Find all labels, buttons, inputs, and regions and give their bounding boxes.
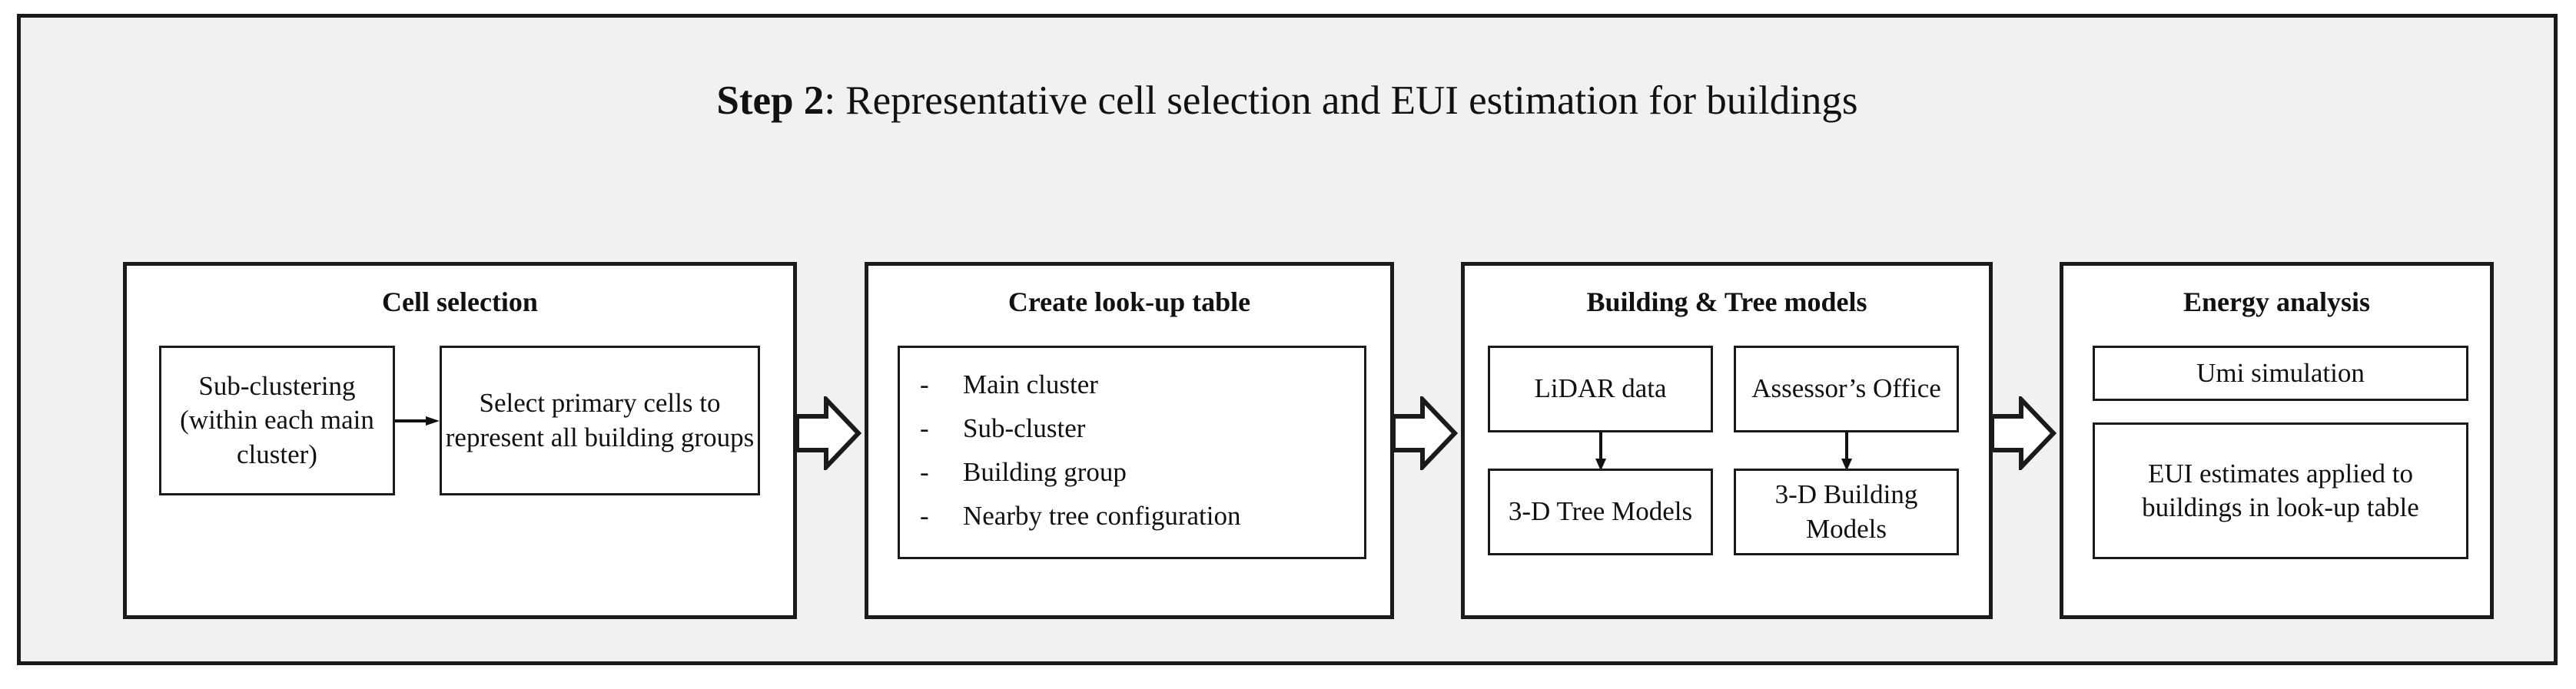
bullet-dash: - <box>920 457 929 487</box>
panel-lookup-table: Create look-up table - Main cluster - Su… <box>865 262 1394 619</box>
box-assessors-office: Assessor’s Office <box>1734 346 1959 432</box>
block-chevron-right-icon-2 <box>1391 396 1458 470</box>
block-chevron-right-icon-1 <box>795 396 861 470</box>
box-eui-estimates-label: EUI estimates applied to buildings in lo… <box>2142 458 2419 522</box>
bullet-dash: - <box>920 501 929 531</box>
panel-energy-analysis: Energy analysis Umi simulation EUI estim… <box>2060 262 2494 619</box>
list-item-label: Nearby tree configuration <box>963 501 1241 531</box>
box-3d-tree-models-label: 3-D Tree Models <box>1508 496 1693 527</box>
panel-header-building-tree-models: Building & Tree models <box>1586 287 1867 317</box>
bullet-dash: - <box>920 369 929 399</box>
list-item: - Sub-cluster <box>900 412 1364 455</box>
box-3d-building-models-label: 3-D Building Models <box>1774 479 1918 544</box>
panel-header-cell-selection: Cell selection <box>382 287 538 317</box>
box-lidar-data-label: LiDAR data <box>1534 373 1667 404</box>
box-lookup-table-list: - Main cluster - Sub-cluster - Building … <box>898 346 1366 559</box>
list-item: - Main cluster <box>900 368 1364 412</box>
box-sub-clustering-label: Sub-clustering (within each main cluster… <box>180 370 374 469</box>
panel-header-lookup-table: Create look-up table <box>1007 287 1251 317</box>
list-item: - Nearby tree configuration <box>900 499 1364 543</box>
arrow-down-icon-assessor <box>1841 431 1852 471</box>
list-item-label: Sub-cluster <box>963 413 1086 443</box>
list-item: - Building group <box>900 455 1364 499</box>
list-item-label: Main cluster <box>963 369 1098 399</box>
box-umi-simulation-label: Umi simulation <box>2196 357 2365 388</box>
box-3d-tree-models: 3-D Tree Models <box>1488 469 1713 555</box>
box-select-primary-cells-label: Select primary cells to represent all bu… <box>445 388 755 452</box>
step-title-text: : Representative cell selection and EUI … <box>824 78 1858 123</box>
box-eui-estimates: EUI estimates applied to buildings in lo… <box>2093 422 2468 559</box>
box-sub-clustering: Sub-clustering (within each main cluster… <box>159 346 395 495</box>
figure-frame: Step 2: Representative cell selection an… <box>17 14 2558 665</box>
list-item-label: Building group <box>963 457 1127 487</box>
box-assessors-office-label: Assessor’s Office <box>1751 373 1941 404</box>
page-title: Step 2: Representative cell selection an… <box>21 78 2554 124</box>
block-chevron-right-icon-3 <box>1990 396 2056 470</box>
stage-row: Cell selection Sub-clustering (within ea… <box>106 248 2494 619</box>
arrow-right-icon <box>395 416 440 426</box>
arrow-down-icon-lidar <box>1595 431 1606 471</box>
lookup-table-items: - Main cluster - Sub-cluster - Building … <box>900 348 1364 543</box>
panel-building-tree-models: Building & Tree models LiDAR data Assess… <box>1461 262 1993 619</box>
box-select-primary-cells: Select primary cells to represent all bu… <box>440 346 760 495</box>
box-3d-building-models: 3-D Building Models <box>1734 469 1959 555</box>
box-umi-simulation: Umi simulation <box>2093 346 2468 401</box>
bullet-dash: - <box>920 413 929 443</box>
box-lidar-data: LiDAR data <box>1488 346 1713 432</box>
panel-cell-selection: Cell selection Sub-clustering (within ea… <box>123 262 797 619</box>
step-label: Step 2 <box>716 78 825 123</box>
panel-header-energy-analysis: Energy analysis <box>2183 287 2371 317</box>
